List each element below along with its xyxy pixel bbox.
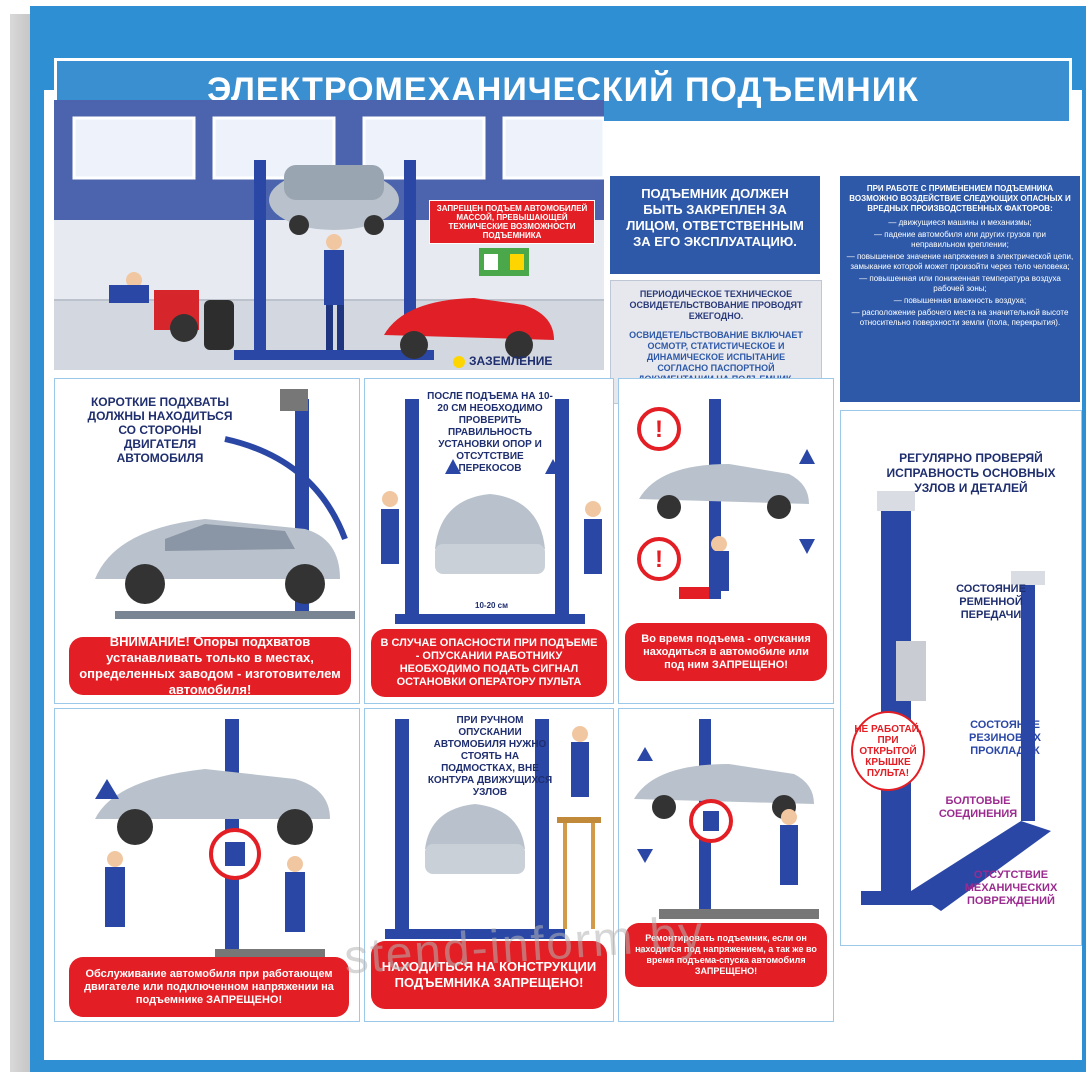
hazard-item: — повышенное значение напряжения в элект… <box>846 252 1074 271</box>
cell3-illustration: ! ! <box>637 399 815 599</box>
check-panel: РЕГУЛЯРНО ПРОВЕРЯЙ ИСПРАВНОСТЬ ОСНОВНЫХ … <box>840 410 1082 946</box>
garage-illustration <box>54 100 604 370</box>
cell2-illustration <box>381 399 602 624</box>
poster-board: ЭЛЕКТРОМЕХАНИЧЕСКИЙ ПОДЪЕМНИК <box>30 6 1086 1072</box>
cell2-warning: В СЛУЧАЕ ОПАСНОСТИ ПРИ ПОДЪЕМЕ - ОПУСКАН… <box>371 629 607 697</box>
grounding-label: ЗАЗЕМЛЕНИЕ <box>469 354 553 368</box>
cell-check-supports: ПОСЛЕ ПОДЪЕМА НА 10- 20 СМ НЕОБХОДИМО ПР… <box>364 378 614 704</box>
hazard-item: — повышенная или пониженная температура … <box>859 274 1061 293</box>
inspection-title: ПЕРИОДИЧЕСКОЕ ТЕХНИЧЕСКОЕ ОСВИДЕТЕЛЬСТВО… <box>629 289 803 321</box>
cell5-warning: НАХОДИТЬСЯ НА КОНСТРУКЦИИ ПОДЪЕМНИКА ЗАП… <box>371 941 607 1009</box>
check-belt: СОСТОЯНИЕ РЕМЕННОЙ ПЕРЕДАЧИ <box>956 583 1026 621</box>
prohibit-sign: ЗАПРЕЩЕН ПОДЪЕМ АВТОМОБИЛЕЙ МАССОЙ, ПРЕВ… <box>429 200 595 244</box>
cell-engine-running: Обслуживание автомобиля при работающем д… <box>54 708 360 1022</box>
cell-manual-lowering: ПРИ РУЧНОМ ОПУСКАНИИ АВТОМОБИЛЯ НУЖНО СТ… <box>364 708 614 1022</box>
cell4-illustration <box>95 719 330 961</box>
cell6-warning: Ремонтировать подъемник, если он находит… <box>625 923 827 987</box>
cell-short-supports: КОРОТКИЕ ПОДХВАТЫ ДОЛЖНЫ НАХОДИТЬСЯ СО С… <box>54 378 360 704</box>
hazard-item: — падение автомобиля или других грузов п… <box>874 230 1046 249</box>
svg-text:!: ! <box>655 546 663 573</box>
cell5-illustration <box>385 719 601 939</box>
poster-inner: ЭЛЕКТРОМЕХАНИЧЕСКИЙ ПОДЪЕМНИК <box>44 18 1082 1060</box>
hazard-item: — повышенная влажность воздуха; <box>893 296 1027 305</box>
check-damage: ОТСУТСТВИЕ МЕХАНИЧЕСКИХ ПОВРЕЖДЕНИЙ <box>964 869 1058 907</box>
check-title: РЕГУЛЯРНО ПРОВЕРЯЙ ИСПРАВНОСТЬ ОСНОВНЫХ … <box>886 451 1056 495</box>
cell6-illustration <box>634 719 819 919</box>
garage-scene: ЗАПРЕЩЕН ПОДЪЕМ АВТОМОБИЛЕЙ МАССОЙ, ПРЕВ… <box>54 100 604 370</box>
open-cover-warning: НЕ РАБОТАЙ, ПРИ ОТКРЫТОЙ КРЫШКЕ ПУЛЬТА! <box>851 711 925 791</box>
hazard-item: — движущиеся машины и механизмы; <box>888 218 1032 227</box>
check-rubber: СОСТОЯНИЕ РЕЗИНОВЫХ ПРОКЛАДОК <box>968 719 1042 757</box>
cell2-measure: 10-20 см <box>475 601 509 610</box>
responsible-box: ПОДЪЕМНИК ДОЛЖЕН БЫТЬ ЗАКРЕПЛЕН ЗА ЛИЦОМ… <box>610 176 820 274</box>
cell1-illustration <box>95 389 355 619</box>
cell2-caption: ПОСЛЕ ПОДЪЕМА НА 10- 20 СМ НЕОБХОДИМО ПР… <box>427 391 553 474</box>
cell-repair-under-voltage: Ремонтировать подъемник, если он находит… <box>618 708 834 1022</box>
cell3-warning: Во время подъема - опускания находиться … <box>625 623 827 681</box>
lift-illustration <box>861 491 1051 911</box>
hazard-item: — расположение рабочего места на значите… <box>851 308 1069 327</box>
cell-no-person-inside: ! ! Во время подъема - опускания находит… <box>618 378 834 704</box>
cell5-caption: ПРИ РУЧНОМ ОПУСКАНИИ АВТОМОБИЛЯ НУЖНО СТ… <box>427 715 553 798</box>
cell1-caption: КОРОТКИЕ ПОДХВАТЫ ДОЛЖНЫ НАХОДИТЬСЯ СО С… <box>87 395 233 465</box>
cell4-warning: Обслуживание автомобиля при работающем д… <box>69 957 349 1017</box>
check-bolts: БОЛТОВЫЕ СОЕДИНЕНИЯ <box>938 795 1018 820</box>
svg-text:!: ! <box>655 416 663 443</box>
cell1-warning: ВНИМАНИЕ! Опоры подхватов устанавливать … <box>69 634 351 697</box>
responsible-text: ПОДЪЕМНИК ДОЛЖЕН БЫТЬ ЗАКРЕПЛЕН ЗА ЛИЦОМ… <box>626 186 804 249</box>
hazards-title: ПРИ РАБОТЕ С ПРИМЕНЕНИЕМ ПОДЪЕМНИКА ВОЗМ… <box>849 184 1071 213</box>
hazards-box: ПРИ РАБОТЕ С ПРИМЕНЕНИЕМ ПОДЪЕМНИКА ВОЗМ… <box>840 176 1080 402</box>
